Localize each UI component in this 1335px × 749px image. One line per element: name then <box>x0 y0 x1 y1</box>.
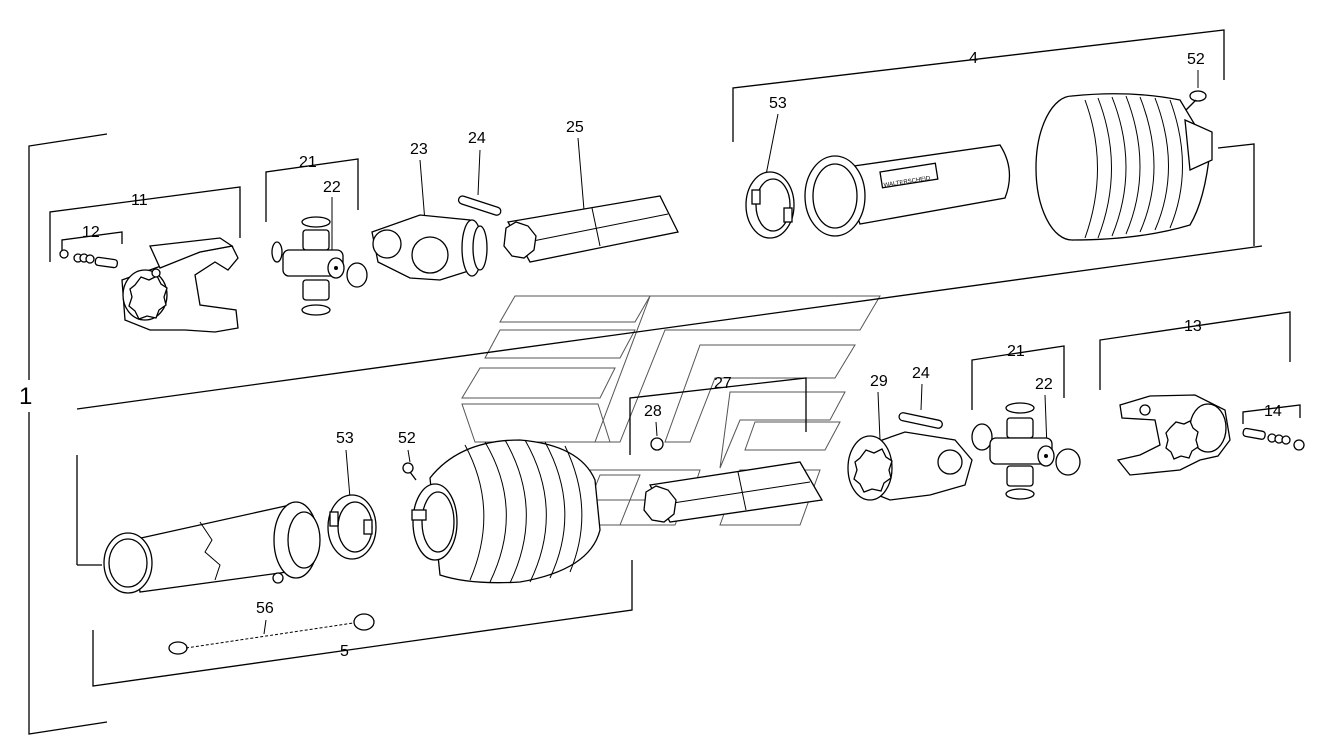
bearing-ring-53-bot <box>327 494 377 560</box>
callout-25: 25 <box>566 119 584 136</box>
callout-22-bot: 22 <box>1035 376 1053 393</box>
bracket-11: 11 <box>49 186 241 262</box>
cross-kit-bottom <box>971 402 1081 500</box>
callout-28: 28 <box>644 403 662 420</box>
bearing-ring-53-top <box>745 171 795 239</box>
inner-yoke-29 <box>847 431 973 501</box>
guard-cone-icon <box>1035 93 1213 241</box>
callout-11: 11 <box>131 192 148 209</box>
bracket-27: 27 <box>629 375 807 455</box>
callout-24-top: 24 <box>468 130 486 147</box>
callout-56: 56 <box>256 600 274 617</box>
bracket-5: 5 <box>76 455 633 687</box>
half-divider <box>76 245 1263 410</box>
callout-53-top: 53 <box>769 95 787 112</box>
bracket-1: 1 <box>19 133 108 735</box>
cross-kit-icon <box>271 216 368 316</box>
screw-52-top <box>1185 70 1207 111</box>
inner-tube-5 <box>103 501 321 594</box>
callout-29: 29 <box>870 373 888 390</box>
profile-tube-25 <box>503 195 679 263</box>
callout-24-bot: 24 <box>912 365 930 382</box>
callout-52-bot: 52 <box>398 430 416 447</box>
pin-24-bot <box>898 412 943 429</box>
callout-23: 23 <box>410 141 428 158</box>
bracket-21-top: 21 <box>265 154 359 222</box>
inner-profile-27 <box>643 461 824 523</box>
callout-4: 4 <box>969 50 978 67</box>
bracket-4: 4 <box>732 29 1255 246</box>
guard-cone-bottom <box>411 439 601 584</box>
callout-21-top: 21 <box>299 154 317 171</box>
callout-52-top: 52 <box>1187 51 1205 68</box>
callout-21-bot: 21 <box>1007 343 1025 360</box>
callout-5: 5 <box>340 643 349 660</box>
inner-yoke-23 <box>371 214 488 281</box>
callout-53-bot: 53 <box>336 430 354 447</box>
lock-pin-14 <box>1242 427 1305 451</box>
yoke-13 <box>1116 394 1231 476</box>
callout-1: 1 <box>19 383 32 410</box>
callout-12: 12 <box>82 224 100 241</box>
bracket-14: 14 <box>1242 403 1301 424</box>
nipple-28 <box>650 437 664 451</box>
screw-52-bot <box>402 449 417 481</box>
callout-14: 14 <box>1264 403 1282 420</box>
bracket-21-bot: 21 <box>971 343 1065 410</box>
bracket-12: 12 <box>61 224 123 252</box>
bracket-13: 13 <box>1099 311 1291 390</box>
callout-22-top: 22 <box>323 179 341 196</box>
callout-13: 13 <box>1184 318 1202 335</box>
tube-icon: WALTERSCHEID <box>804 144 1011 237</box>
pin-24-top <box>457 195 502 216</box>
yoke-icon <box>121 237 239 333</box>
callout-27: 27 <box>714 375 732 392</box>
chain-icon <box>168 613 375 655</box>
lock-pin-12 <box>59 249 119 269</box>
